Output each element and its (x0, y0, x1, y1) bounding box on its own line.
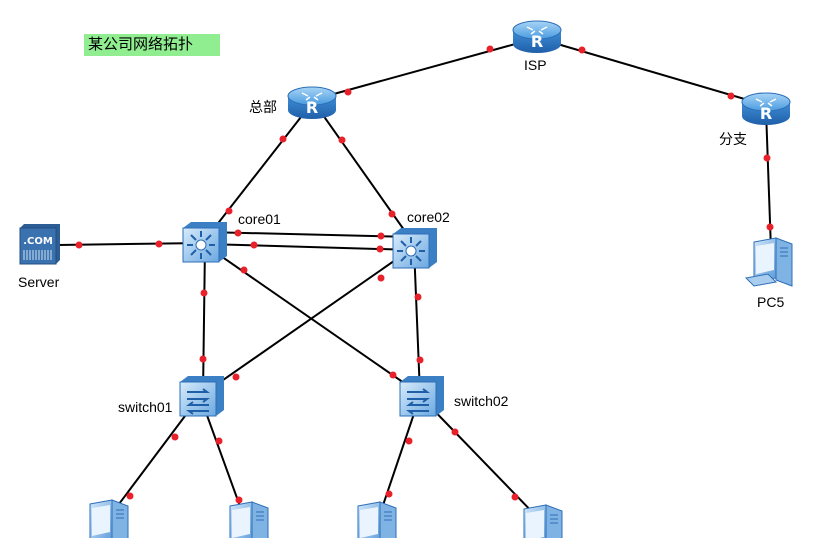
port-dot (405, 437, 413, 445)
port-markers (75, 45, 774, 504)
label-server: Server (18, 274, 60, 290)
port-dot (232, 373, 240, 381)
pc-icon (744, 237, 793, 287)
port-dot (215, 437, 223, 445)
port-dot (199, 355, 207, 363)
label-switch02: switch02 (454, 393, 509, 409)
l3-switch-icon (182, 222, 227, 263)
switch-switch02[interactable] (399, 376, 444, 417)
port-dot (416, 356, 424, 364)
server-icon: .COM (19, 224, 60, 265)
pc-icon (523, 504, 563, 538)
l3-switch-icon (392, 228, 437, 269)
port-dot (279, 135, 287, 143)
link-switch02-pc4[interactable] (419, 395, 541, 521)
port-dot (766, 223, 774, 231)
router-icon: R (741, 92, 791, 125)
port-dot (75, 241, 83, 249)
switch-icon (399, 376, 444, 417)
router-isp[interactable]: R (512, 20, 562, 53)
pc-icon (229, 501, 269, 538)
port-dot (451, 428, 459, 436)
port-dot (578, 46, 586, 54)
label-branch: 分支 (719, 131, 747, 147)
port-dot (486, 45, 494, 53)
router-branch[interactable]: R (741, 92, 791, 125)
pc-3[interactable] (357, 501, 397, 538)
port-dot (155, 240, 163, 248)
label-switch01: switch01 (118, 399, 173, 415)
pc-4[interactable] (523, 504, 563, 538)
link-core02-switch01[interactable] (202, 246, 415, 395)
router-icon: R (512, 20, 562, 53)
svg-text:R: R (760, 104, 772, 123)
port-dot (763, 154, 771, 162)
link-isp-branch[interactable] (536, 37, 766, 106)
port-dot (376, 245, 384, 253)
port-dot (240, 266, 248, 274)
port-dot (338, 136, 346, 144)
label-core01: core01 (238, 211, 281, 227)
port-dot (250, 241, 258, 249)
pc-2[interactable] (229, 501, 269, 538)
router-hq[interactable]: R (287, 86, 337, 119)
link-core02-switch02[interactable] (413, 246, 421, 395)
label-hq: 总部 (249, 99, 277, 115)
pc-icon (357, 501, 397, 538)
svg-text:R: R (531, 32, 543, 51)
label-isp: ISP (524, 57, 547, 73)
switch-core01[interactable] (182, 222, 227, 263)
port-dot (377, 232, 385, 240)
port-dot (234, 229, 242, 237)
port-dot (511, 493, 519, 501)
pc-pc5[interactable] (744, 237, 793, 287)
port-dot (200, 289, 208, 297)
port-dot (126, 492, 134, 500)
link-switch02-pc3[interactable] (377, 395, 421, 521)
link-hq-core01[interactable] (204, 107, 309, 241)
switch-icon (179, 376, 224, 417)
router-icon: R (287, 86, 337, 119)
port-dot (414, 293, 422, 301)
switch-core02[interactable] (392, 228, 437, 269)
port-dot (171, 433, 179, 441)
link-switch01-pc1[interactable] (106, 395, 201, 521)
link-core01-switch02[interactable] (204, 244, 421, 395)
port-dot (235, 496, 243, 504)
diagram-title: 某公司网络拓扑 (84, 34, 220, 56)
port-dot (225, 207, 233, 215)
port-dot (389, 371, 397, 379)
port-dot (344, 88, 352, 96)
link-hq-core02[interactable] (317, 107, 415, 245)
port-dot (385, 490, 393, 498)
links (57, 37, 772, 521)
label-core02: core02 (407, 209, 450, 225)
server-node[interactable]: .COM (19, 224, 60, 265)
port-dot (377, 274, 385, 282)
svg-text:R: R (306, 98, 318, 117)
switch-switch01[interactable] (179, 376, 224, 417)
port-dot (727, 92, 735, 100)
link-core01-switch01[interactable] (202, 244, 206, 395)
server-badge: .COM (23, 236, 53, 247)
pc-icon (89, 499, 129, 538)
port-dot (388, 210, 396, 218)
pc-1[interactable] (89, 499, 129, 538)
link-server-core01[interactable] (57, 242, 206, 246)
label-pc5: PC5 (757, 294, 785, 310)
